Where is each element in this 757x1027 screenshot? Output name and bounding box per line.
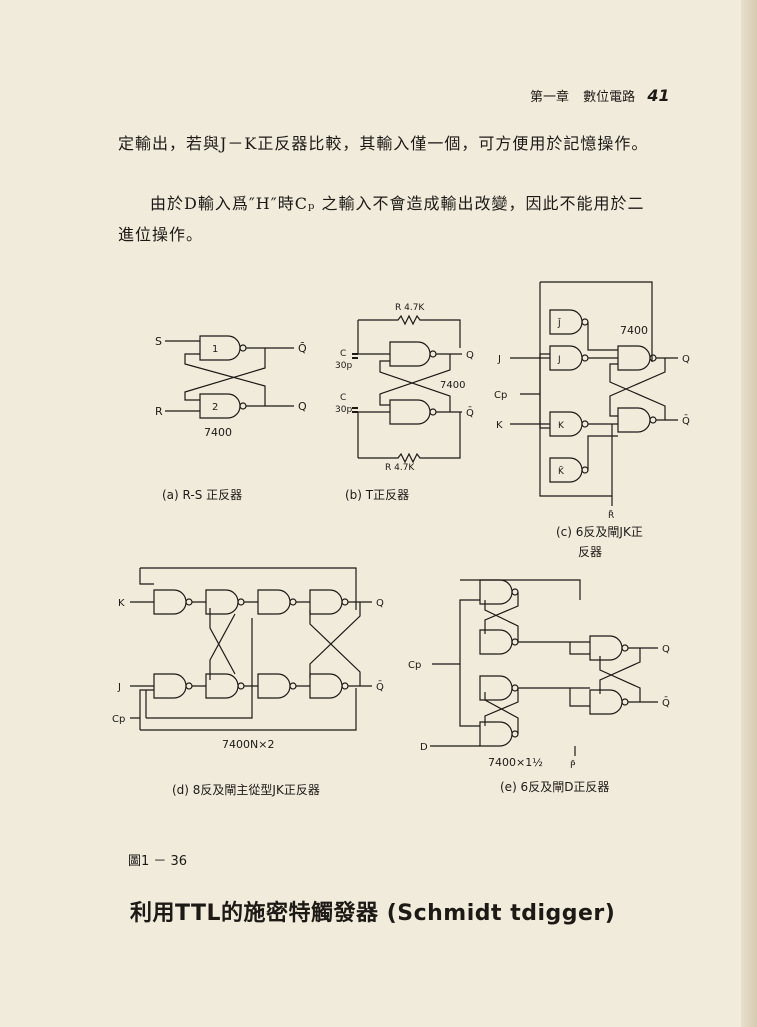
diagram-a: S R 1 2 Q̄ Q 7400	[155, 335, 307, 439]
caption-c-line1: (c) 6反及閘JK正	[556, 525, 643, 539]
nand-gate-b1	[389, 341, 431, 367]
input-j: J	[497, 354, 501, 365]
resistor-top-label: R 4.7K	[395, 303, 425, 313]
cap-bottom-c: C	[340, 393, 346, 403]
input-cp-d: Cp	[112, 714, 125, 725]
nand-gate-1	[199, 335, 241, 361]
chapter-label: 第一章	[530, 90, 570, 105]
caption-a: (a) R-S 正反器	[162, 488, 243, 502]
chip-label-d: 7400N×2	[222, 738, 274, 751]
section-heading: 利用TTL的施密特觸發器 (Schmidt tdigger)	[130, 901, 616, 926]
caption-e: (e) 6反及閘D正反器	[500, 780, 610, 794]
diagram-d: K J Cp Q Q̄ 7400N×2	[112, 567, 384, 751]
output-qbar-d: Q̄	[376, 680, 384, 693]
gate-kbar: K̄	[558, 465, 565, 477]
input-j-d: J	[117, 682, 121, 693]
gate-j: J	[557, 355, 561, 365]
gate-jbar: J̄	[557, 317, 562, 329]
input-cp-c: Cp	[494, 390, 507, 401]
page-edge	[741, 0, 757, 1027]
reset-rbar: R̄	[608, 509, 614, 521]
cap-top-c: C	[340, 349, 346, 359]
resistor-bottom-label: R 4.7K	[385, 463, 415, 473]
input-k-d: K	[118, 598, 125, 609]
page-number: 41	[647, 86, 670, 105]
cap-top-value: 30p	[335, 361, 352, 371]
chip-label-a: 7400	[204, 426, 232, 439]
output-q: Q	[298, 400, 307, 413]
output-q-d: Q	[376, 598, 384, 609]
chip-label-c: 7400	[620, 324, 648, 337]
output-qbar-e: Q̄	[662, 696, 670, 709]
label-s: S	[155, 335, 162, 348]
paragraph-2: 由於D輸入爲″H″時Cₚ 之輸入不會造成輸出改變，因此不能用於二	[150, 194, 645, 213]
output-q-c: Q	[682, 354, 690, 365]
caption-c-line2: 反器	[578, 545, 603, 559]
input-d: D	[420, 742, 428, 753]
output-q-e: Q	[662, 644, 670, 655]
cap-bottom-value: 30p	[335, 405, 352, 415]
preset-pbar: P̄	[570, 759, 576, 771]
diagram-e: Cp D Q Q̄ P̄ 7400×1½	[408, 579, 670, 771]
chip-label-b: 7400	[440, 380, 465, 391]
nand-gate-b2	[389, 399, 431, 425]
gate-number-1: 1	[212, 344, 218, 355]
output-qbar-b: Q̄	[466, 406, 474, 419]
label-r: R	[155, 405, 163, 418]
paragraph-1: 定輸出，若與J－K正反器比較，其輸入僅一個，可方便用於記憶操作。	[118, 134, 649, 153]
chip-label-e: 7400×1½	[488, 756, 543, 769]
output-qbar: Q̄	[298, 342, 307, 355]
diagram-c: J Cp K J̄ J K K̄ R̄ Q Q̄ 7400	[494, 281, 690, 521]
input-k: K	[496, 420, 503, 431]
section-label: 數位電路	[583, 90, 636, 105]
caption-b: (b) T正反器	[345, 488, 410, 502]
paragraph-3: 進位操作。	[118, 225, 204, 244]
input-cp-e: Cp	[408, 660, 421, 671]
output-qbar-c: Q̄	[682, 414, 690, 427]
running-header: 第一章 數位電路 41	[530, 86, 670, 105]
figure-label: 圖1 － 36	[128, 854, 188, 869]
gate-k: K	[558, 421, 565, 431]
gate-number-2: 2	[212, 402, 218, 413]
diagram-b: R 4.7K C 30p C 30p R 4.7K Q Q̄ 7400	[335, 303, 474, 473]
caption-d: (d) 8反及閘主從型JK正反器	[172, 783, 320, 797]
nand-gate-2	[199, 393, 241, 419]
output-q-b: Q	[466, 350, 474, 361]
